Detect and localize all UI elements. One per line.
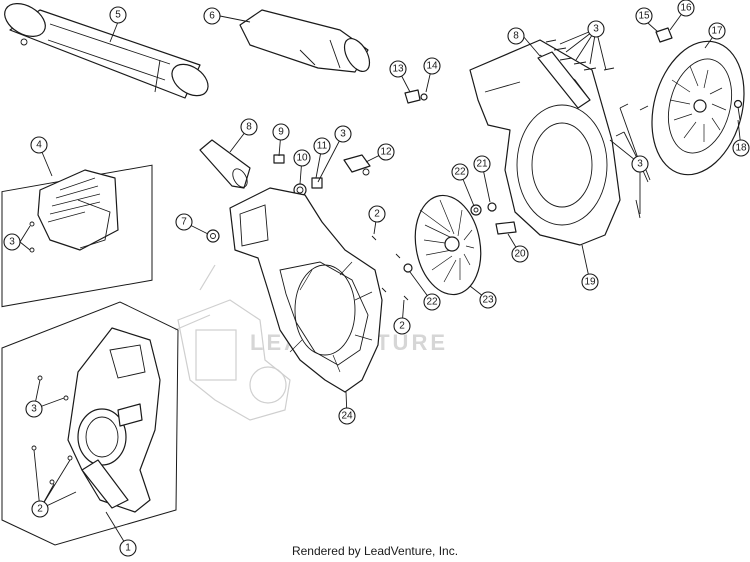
svg-text:8: 8	[513, 31, 519, 42]
callout-24: 24	[338, 407, 356, 425]
box-part-1	[1, 301, 179, 546]
callout-2a: 2	[31, 500, 49, 518]
callout-10: 10	[293, 149, 311, 167]
svg-text:9: 9	[278, 127, 284, 138]
svg-text:11: 11	[317, 141, 328, 152]
svg-text:2: 2	[37, 504, 43, 515]
svg-text:18: 18	[735, 143, 747, 154]
svg-text:19: 19	[584, 277, 596, 288]
callout-3e: 3	[25, 400, 43, 418]
svg-text:17: 17	[711, 26, 723, 37]
callout-3a: 3	[587, 20, 605, 38]
callout-8b: 8	[507, 27, 525, 45]
svg-text:5: 5	[115, 10, 121, 21]
part-19-rear-housing	[469, 39, 621, 246]
svg-text:22: 22	[426, 297, 438, 308]
part-24-fan-housing	[229, 187, 383, 393]
svg-text:15: 15	[638, 11, 650, 22]
svg-text:16: 16	[680, 3, 692, 14]
callout-2b: 2	[368, 205, 386, 223]
callout-21: 21	[473, 155, 491, 173]
callout-16: 16	[677, 0, 695, 17]
parts-9-12-small-hardware	[273, 154, 371, 197]
svg-text:8: 8	[246, 122, 252, 133]
ghost-engine	[174, 264, 291, 421]
callout-1: 1	[119, 539, 137, 557]
svg-text:2: 2	[399, 321, 405, 332]
svg-text:24: 24	[341, 411, 353, 422]
callout-3c: 3	[631, 155, 649, 173]
part-18-screw	[733, 99, 743, 121]
callout-7: 7	[175, 213, 193, 231]
svg-text:2: 2	[374, 209, 380, 220]
part-8-throttle-grip	[199, 139, 251, 189]
part-7-grommet	[206, 229, 220, 243]
callout-18: 18	[732, 139, 750, 157]
svg-text:13: 13	[392, 64, 404, 75]
callout-12: 12	[377, 143, 395, 161]
callout-5: 5	[109, 6, 127, 24]
part-23-impeller	[414, 194, 482, 296]
svg-text:20: 20	[514, 249, 526, 260]
part-17-recoil-starter	[651, 40, 745, 176]
svg-text:6: 6	[209, 11, 215, 22]
callout-9: 9	[272, 123, 290, 141]
callout-11: 11	[313, 137, 331, 155]
callout-3d: 3	[3, 233, 21, 251]
part-6-nozzle	[239, 9, 371, 73]
svg-text:14: 14	[426, 61, 438, 72]
part-8-bracket	[537, 51, 591, 109]
callout-23: 23	[479, 291, 497, 309]
parts-15-16-clip	[655, 27, 673, 43]
svg-text:22: 22	[454, 167, 466, 178]
callout-4: 4	[30, 136, 48, 154]
callout-22a: 22	[451, 163, 469, 181]
svg-text:3: 3	[340, 129, 346, 140]
callout-20: 20	[511, 245, 529, 263]
svg-text:10: 10	[296, 153, 308, 164]
callout-6: 6	[203, 7, 221, 25]
part-1-housing-cover	[31, 327, 161, 513]
part-4-air-guide	[29, 169, 119, 253]
svg-text:3: 3	[9, 237, 15, 248]
footer-credit: Rendered by LeadVenture, Inc.	[291, 544, 459, 558]
part-13-14-switch	[404, 89, 428, 104]
parts-20-22-shaft-washers	[403, 202, 517, 273]
callout-15: 15	[635, 7, 653, 25]
callout-13: 13	[389, 60, 407, 78]
svg-text:21: 21	[476, 159, 488, 170]
svg-text:3: 3	[31, 404, 37, 415]
svg-text:1: 1	[125, 543, 131, 554]
svg-text:7: 7	[181, 217, 187, 228]
part-5-blower-tube	[4, 3, 209, 99]
callout-8a: 8	[240, 118, 258, 136]
callout-2c: 2	[393, 317, 411, 335]
svg-text:12: 12	[380, 147, 392, 158]
callout-19: 19	[581, 273, 599, 291]
callout-14: 14	[423, 57, 441, 75]
svg-text:23: 23	[482, 295, 494, 306]
loose-screws	[371, 39, 651, 301]
svg-text:3: 3	[593, 24, 599, 35]
callout-17: 17	[708, 22, 726, 40]
svg-text:3: 3	[637, 159, 643, 170]
callout-22b: 22	[423, 293, 441, 311]
svg-text:4: 4	[36, 140, 42, 151]
callout-3b: 3	[334, 125, 352, 143]
